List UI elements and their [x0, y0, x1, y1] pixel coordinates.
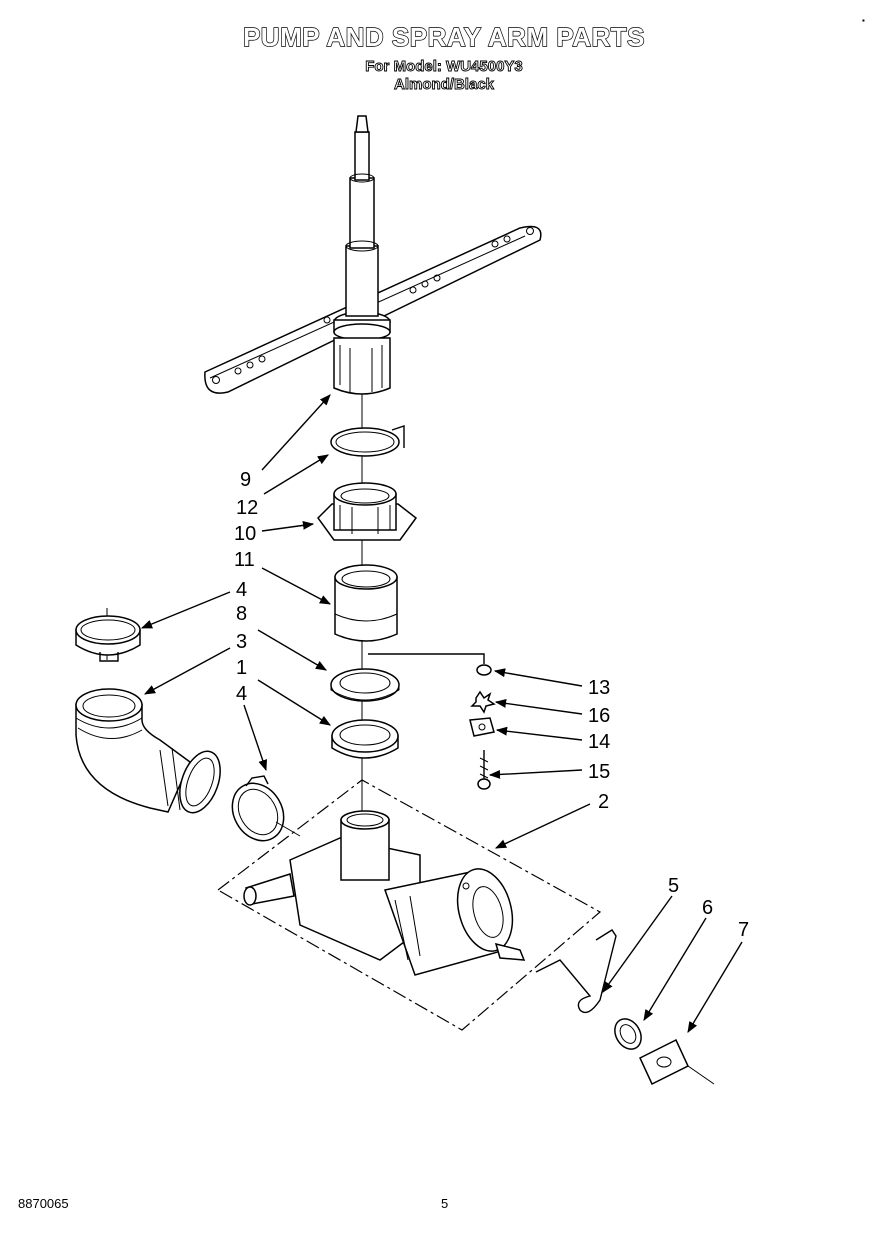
hose-clamp-lower [231, 775, 301, 842]
callout-4-upper: 4 [236, 579, 247, 601]
callout-15: 15 [588, 761, 610, 783]
callout-7: 7 [738, 919, 749, 941]
callout-10: 10 [234, 523, 256, 545]
callout-6: 6 [702, 897, 713, 919]
model-line: For Model: WU4500Y3 [365, 58, 523, 76]
mounting-bracket [639, 1038, 715, 1086]
pump-motor-assembly [216, 779, 602, 1031]
snap-ring [330, 425, 405, 457]
callout-1: 1 [236, 657, 247, 679]
callout-12: 12 [236, 497, 258, 519]
callout-2: 2 [598, 791, 609, 813]
pump-gasket [331, 719, 399, 759]
corner-mark: ▪ [862, 16, 865, 25]
document-number: 8870065 [18, 1196, 69, 1211]
impeller-cylinder [334, 564, 398, 642]
callout-5: 5 [668, 875, 679, 897]
callout-9: 9 [240, 469, 251, 491]
pump-hose [75, 688, 221, 814]
callout-13: 13 [588, 677, 610, 699]
seal-ring [330, 668, 400, 702]
callout-8: 8 [236, 603, 247, 625]
page-title: PUMP AND SPRAY ARM PARTS [242, 21, 646, 52]
ground-clip [469, 717, 495, 737]
color-line: Almond/Black [393, 76, 495, 94]
callout-4-lower: 4 [236, 683, 247, 705]
spray-arm-assembly [204, 115, 542, 395]
wire-clip [535, 929, 617, 1014]
callout-14: 14 [588, 731, 610, 753]
nut-part [368, 653, 492, 676]
leader-lines [140, 394, 743, 1033]
star-washer [470, 690, 496, 714]
callout-11: 11 [234, 549, 255, 571]
screw [477, 750, 491, 790]
callout-16: 16 [588, 705, 610, 727]
grommet [614, 1018, 642, 1050]
page-number: 5 [441, 1196, 449, 1211]
callout-3: 3 [236, 631, 247, 653]
hose-clamp-upper [75, 608, 141, 662]
spray-arm-nut [317, 482, 418, 541]
